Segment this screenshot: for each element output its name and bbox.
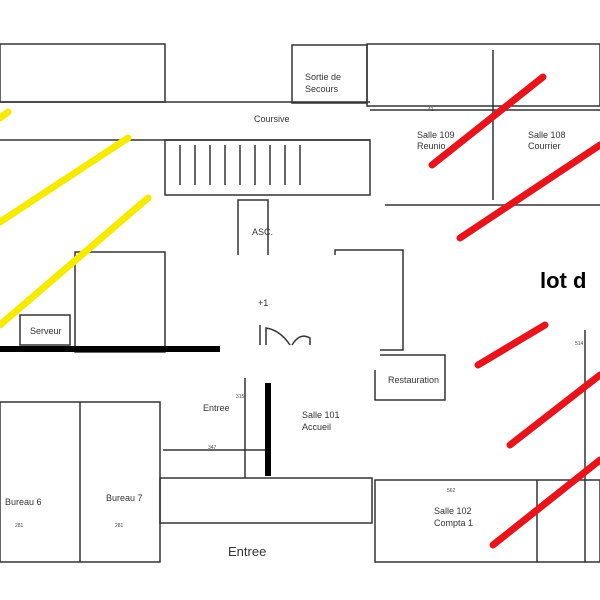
- lot-annotation: lot d: [540, 268, 586, 293]
- black-markings: [0, 346, 271, 476]
- label-salle101-1: Salle 101: [302, 410, 340, 420]
- door-symbol: [259, 325, 311, 346]
- label-bureau6: Bureau 6: [5, 497, 42, 507]
- red-markings: [428, 73, 600, 549]
- label-bureau7: Bureau 7: [106, 493, 143, 503]
- dim-347: 347: [208, 445, 217, 451]
- label-entree-small: Entree: [203, 403, 230, 413]
- label-salle109-2: Reunio: [417, 141, 446, 151]
- label-serveur: Serveur: [30, 326, 62, 336]
- label-salle108-2: Courrier: [528, 141, 561, 151]
- dim-281-a: 281: [15, 523, 24, 529]
- dimension-labels: 41 315 347 281 281 562 514: [15, 107, 584, 529]
- label-salle101-2: Accueil: [302, 422, 331, 432]
- label-salle108-1: Salle 108: [528, 130, 566, 140]
- label-sortie-1: Sortie de: [305, 72, 341, 82]
- staircase: [179, 145, 301, 185]
- label-restauration: Restauration: [388, 375, 439, 385]
- label-sortie-2: Secours: [305, 84, 339, 94]
- erased-area: [220, 255, 380, 370]
- label-entree-main: Entree: [228, 544, 266, 559]
- dim-315: 315: [236, 394, 245, 400]
- dim-562: 562: [447, 488, 456, 494]
- label-salle109-1: Salle 109: [417, 130, 455, 140]
- dim-514: 514: [575, 341, 584, 347]
- dim-41: 41: [428, 107, 434, 113]
- label-salle102-2: Compta 1: [434, 518, 473, 528]
- label-asc: ASC.: [252, 227, 273, 237]
- label-salle102-1: Salle 102: [434, 506, 472, 516]
- label-coursive: Coursive: [254, 114, 290, 124]
- room-labels: Sortie de Secours Coursive Salle 109 Reu…: [5, 72, 566, 559]
- dim-281-b: 281: [115, 523, 124, 529]
- yellow-markings: [0, 108, 152, 329]
- label-plus1: +1: [258, 298, 268, 308]
